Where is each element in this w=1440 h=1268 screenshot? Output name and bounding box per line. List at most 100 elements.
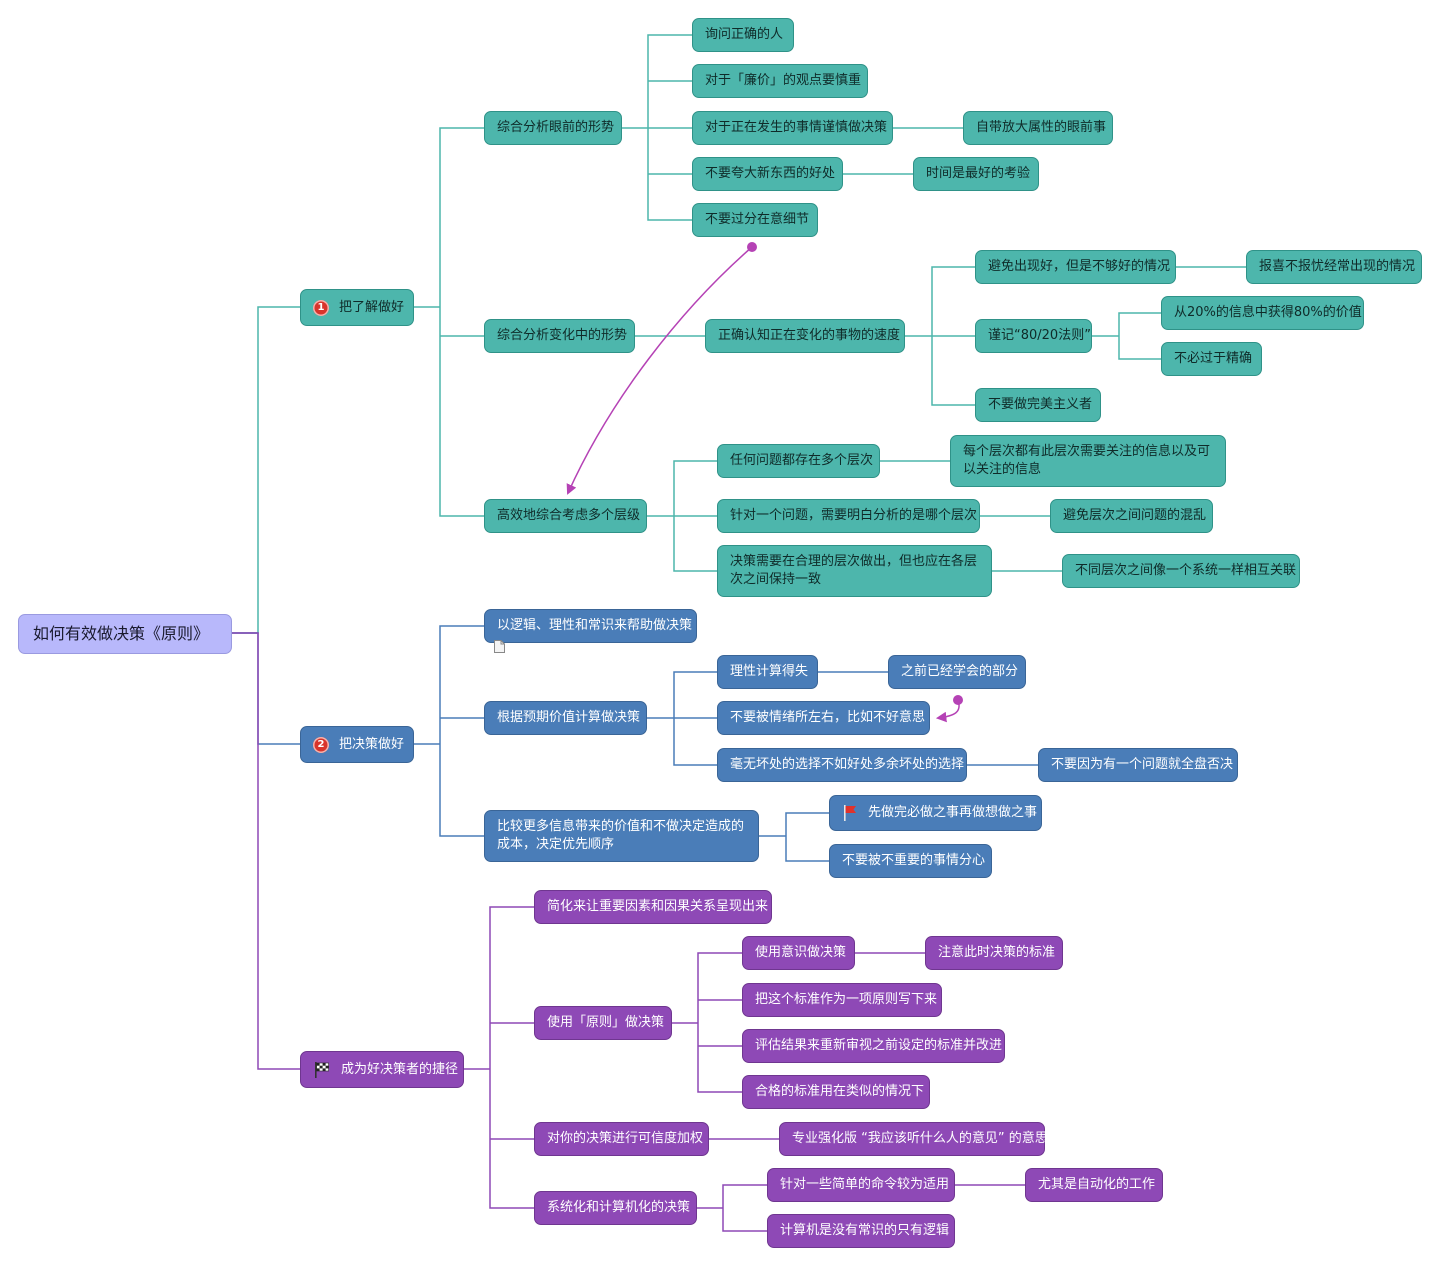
topic-label: 根据预期价值计算做决策 xyxy=(497,710,641,725)
topic-conscious-decision[interactable]: 使用意识做决策 xyxy=(742,936,855,970)
topic-must-do-first[interactable]: 先做完必做之事再做想做之事 xyxy=(829,795,1042,831)
topic-label: 对于正在发生的事情谨慎做决策 xyxy=(705,120,888,135)
topic-label: 谨记“80/20法则” xyxy=(988,328,1091,343)
topic-logic-reason[interactable]: 以逻辑、理性和常识来帮助做决策 xyxy=(484,609,697,643)
topic-label: 综合分析变化中的形势 xyxy=(497,328,628,343)
topic-good-news-only[interactable]: 报喜不报忧经常出现的情况 xyxy=(1246,250,1422,284)
topic-label: 先做完必做之事再做想做之事 xyxy=(868,805,1038,820)
topic-label: 自带放大属性的眼前事 xyxy=(976,120,1107,135)
badge-2-icon: 2 xyxy=(313,736,329,753)
topic-multiple-levels[interactable]: 高效地综合考虑多个层级 xyxy=(484,499,647,533)
topic-label: 不要被不重要的事情分心 xyxy=(842,853,986,868)
topic-learned-before[interactable]: 之前已经学会的部分 xyxy=(888,655,1026,689)
topic-label: 注意此时决策的标准 xyxy=(938,945,1056,960)
topic-analyze-current[interactable]: 综合分析眼前的形势 xyxy=(484,111,622,145)
topic-use-principles[interactable]: 使用「原则」做决策 xyxy=(534,1006,672,1040)
topic-label: 之前已经学会的部分 xyxy=(901,664,1019,679)
topic-speed-of-change[interactable]: 正确认知正在变化的事物的速度 xyxy=(705,319,905,353)
topic-20-80-value[interactable]: 从20%的信息中获得80%的价值 xyxy=(1161,296,1364,330)
topic-label: 避免出现好，但是不够好的情况 xyxy=(988,259,1171,274)
topic-label: 把这个标准作为一项原则写下来 xyxy=(755,992,938,1007)
topic-details[interactable]: 不要过分在意细节 xyxy=(692,203,818,237)
topic-label: 综合分析眼前的形势 xyxy=(497,120,615,135)
topic-label: 理性计算得失 xyxy=(730,664,809,679)
topic-system-linked[interactable]: 不同层次之间像一个系统一样相互关联 xyxy=(1062,554,1300,588)
topic-no-perfectionism[interactable]: 不要做完美主义者 xyxy=(975,388,1101,422)
branch-decide[interactable]: 2 把决策做好 xyxy=(300,726,414,763)
root-topic-label: 如何有效做决策《原则》 xyxy=(33,624,210,643)
topic-careful-decisions[interactable]: 对于正在发生的事情谨慎做决策 xyxy=(692,111,893,145)
checkered-flag-icon xyxy=(313,1061,331,1079)
topic-label: 使用意识做决策 xyxy=(755,945,847,960)
topic-level-info[interactable]: 每个层次都有此层次需要关注的信息以及可以关注的信息 xyxy=(950,435,1226,487)
topic-systemize[interactable]: 系统化和计算机化的决策 xyxy=(534,1191,697,1225)
topic-label: 对你的决策进行可信度加权 xyxy=(547,1131,704,1146)
topic-no-distraction[interactable]: 不要被不重要的事情分心 xyxy=(829,844,992,878)
topic-label: 不要过分在意细节 xyxy=(705,212,810,227)
topic-label: 正确认知正在变化的事物的速度 xyxy=(718,328,901,343)
topic-no-emotion[interactable]: 不要被情绪所左右，比如不好意思 xyxy=(717,701,930,735)
topic-label: 决策需要在合理的层次做出，但也应在各层次之间保持一致 xyxy=(730,554,978,587)
topic-simplify[interactable]: 简化来让重要因素和因果关系呈现出来 xyxy=(534,890,772,924)
topic-computer-logic[interactable]: 计算机是没有常识的只有逻辑 xyxy=(767,1214,955,1248)
topic-label: 高效地综合考虑多个层级 xyxy=(497,508,641,523)
topic-label: 以逻辑、理性和常识来帮助做决策 xyxy=(497,618,693,633)
topic-consistent-levels[interactable]: 决策需要在合理的层次做出，但也应在各层次之间保持一致 xyxy=(717,545,992,597)
topic-note-criteria[interactable]: 注意此时决策的标准 xyxy=(925,936,1063,970)
root-topic[interactable]: 如何有效做决策《原则》 xyxy=(18,614,232,654)
topic-label: 不要被情绪所左右，比如不好意思 xyxy=(730,710,926,725)
topic-reuse-criteria[interactable]: 合格的标准用在类似的情况下 xyxy=(742,1075,930,1109)
badge-1-icon: 1 xyxy=(313,299,329,316)
branch-label: 成为好决策者的捷径 xyxy=(341,1061,459,1077)
topic-label: 毫无坏处的选择不如好处多余坏处的选择 xyxy=(730,757,965,772)
branch-shortcut[interactable]: 成为好决策者的捷径 xyxy=(300,1051,464,1088)
topic-label: 不要做完美主义者 xyxy=(988,397,1093,412)
topic-time-test[interactable]: 时间是最好的考验 xyxy=(913,157,1039,191)
topic-label: 询问正确的人 xyxy=(705,27,784,42)
topic-label: 比较更多信息带来的价值和不做决定造成的成本，决定优先顺序 xyxy=(497,819,745,852)
topic-new-things[interactable]: 不要夸大新东西的好处 xyxy=(692,157,843,191)
topic-automation[interactable]: 尤其是自动化的工作 xyxy=(1025,1168,1163,1202)
topic-label: 不同层次之间像一个系统一样相互关联 xyxy=(1075,563,1297,578)
topic-whose-opinion[interactable]: 专业强化版 “我应该听什么人的意见” 的意思 xyxy=(779,1122,1048,1156)
topic-not-precise[interactable]: 不必过于精确 xyxy=(1161,342,1262,376)
topic-label: 从20%的信息中获得80%的价值 xyxy=(1174,305,1362,320)
topic-analyze-changing[interactable]: 综合分析变化中的形势 xyxy=(484,319,635,353)
topic-no-total-veto[interactable]: 不要因为有一个问题就全盘否决 xyxy=(1038,748,1238,782)
relationship-arrow-small xyxy=(935,695,963,723)
topic-label: 避免层次之间问题的混乱 xyxy=(1063,508,1207,523)
topic-label: 针对一些简单的命令较为适用 xyxy=(780,1177,950,1192)
topic-label: 每个层次都有此层次需要关注的信息以及可以关注的信息 xyxy=(963,444,1211,477)
topic-ask-right-people[interactable]: 询问正确的人 xyxy=(692,18,794,52)
topic-cheap-opinions[interactable]: 对于「廉价」的观点要慎重 xyxy=(692,64,868,98)
topic-good-not-enough[interactable]: 避免出现好，但是不够好的情况 xyxy=(975,250,1176,284)
topic-label: 对于「廉价」的观点要慎重 xyxy=(705,73,862,88)
topic-label: 计算机是没有常识的只有逻辑 xyxy=(780,1223,950,1238)
topic-which-level[interactable]: 针对一个问题，需要明白分析的是哪个层次 xyxy=(717,499,980,533)
relationship-arrow xyxy=(566,242,757,495)
topic-label: 合格的标准用在类似的情况下 xyxy=(755,1084,925,1099)
topic-better-choice[interactable]: 毫无坏处的选择不如好处多余坏处的选择 xyxy=(717,748,967,782)
red-flag-icon xyxy=(842,804,858,822)
topic-review-improve[interactable]: 评估结果来重新审视之前设定的标准并改进 xyxy=(742,1029,1005,1063)
topic-label: 尤其是自动化的工作 xyxy=(1038,1177,1156,1192)
topic-credibility-weight[interactable]: 对你的决策进行可信度加权 xyxy=(534,1122,709,1156)
topic-label: 系统化和计算机化的决策 xyxy=(547,1200,691,1215)
branch-understand[interactable]: 1 把了解做好 xyxy=(300,289,414,326)
topic-simple-commands[interactable]: 针对一些简单的命令较为适用 xyxy=(767,1168,955,1202)
topic-rational-calc[interactable]: 理性计算得失 xyxy=(717,655,818,689)
topic-problem-levels[interactable]: 任何问题都存在多个层次 xyxy=(717,444,880,478)
topic-label: 简化来让重要因素和因果关系呈现出来 xyxy=(547,899,769,914)
topic-80-20[interactable]: 谨记“80/20法则” xyxy=(975,319,1092,353)
topic-write-principle[interactable]: 把这个标准作为一项原则写下来 xyxy=(742,983,942,1017)
topic-label: 使用「原则」做决策 xyxy=(547,1015,665,1030)
topic-amplified[interactable]: 自带放大属性的眼前事 xyxy=(963,111,1113,145)
topic-avoid-confusion[interactable]: 避免层次之间问题的混乱 xyxy=(1050,499,1213,533)
topic-info-vs-cost[interactable]: 比较更多信息带来的价值和不做决定造成的成本，决定优先顺序 xyxy=(484,810,759,862)
branch-label: 把决策做好 xyxy=(339,736,405,752)
topic-label: 不要夸大新东西的好处 xyxy=(705,166,836,181)
document-icon[interactable] xyxy=(494,640,505,653)
topic-label: 不必过于精确 xyxy=(1174,351,1253,366)
topic-expected-value[interactable]: 根据预期价值计算做决策 xyxy=(484,701,647,735)
